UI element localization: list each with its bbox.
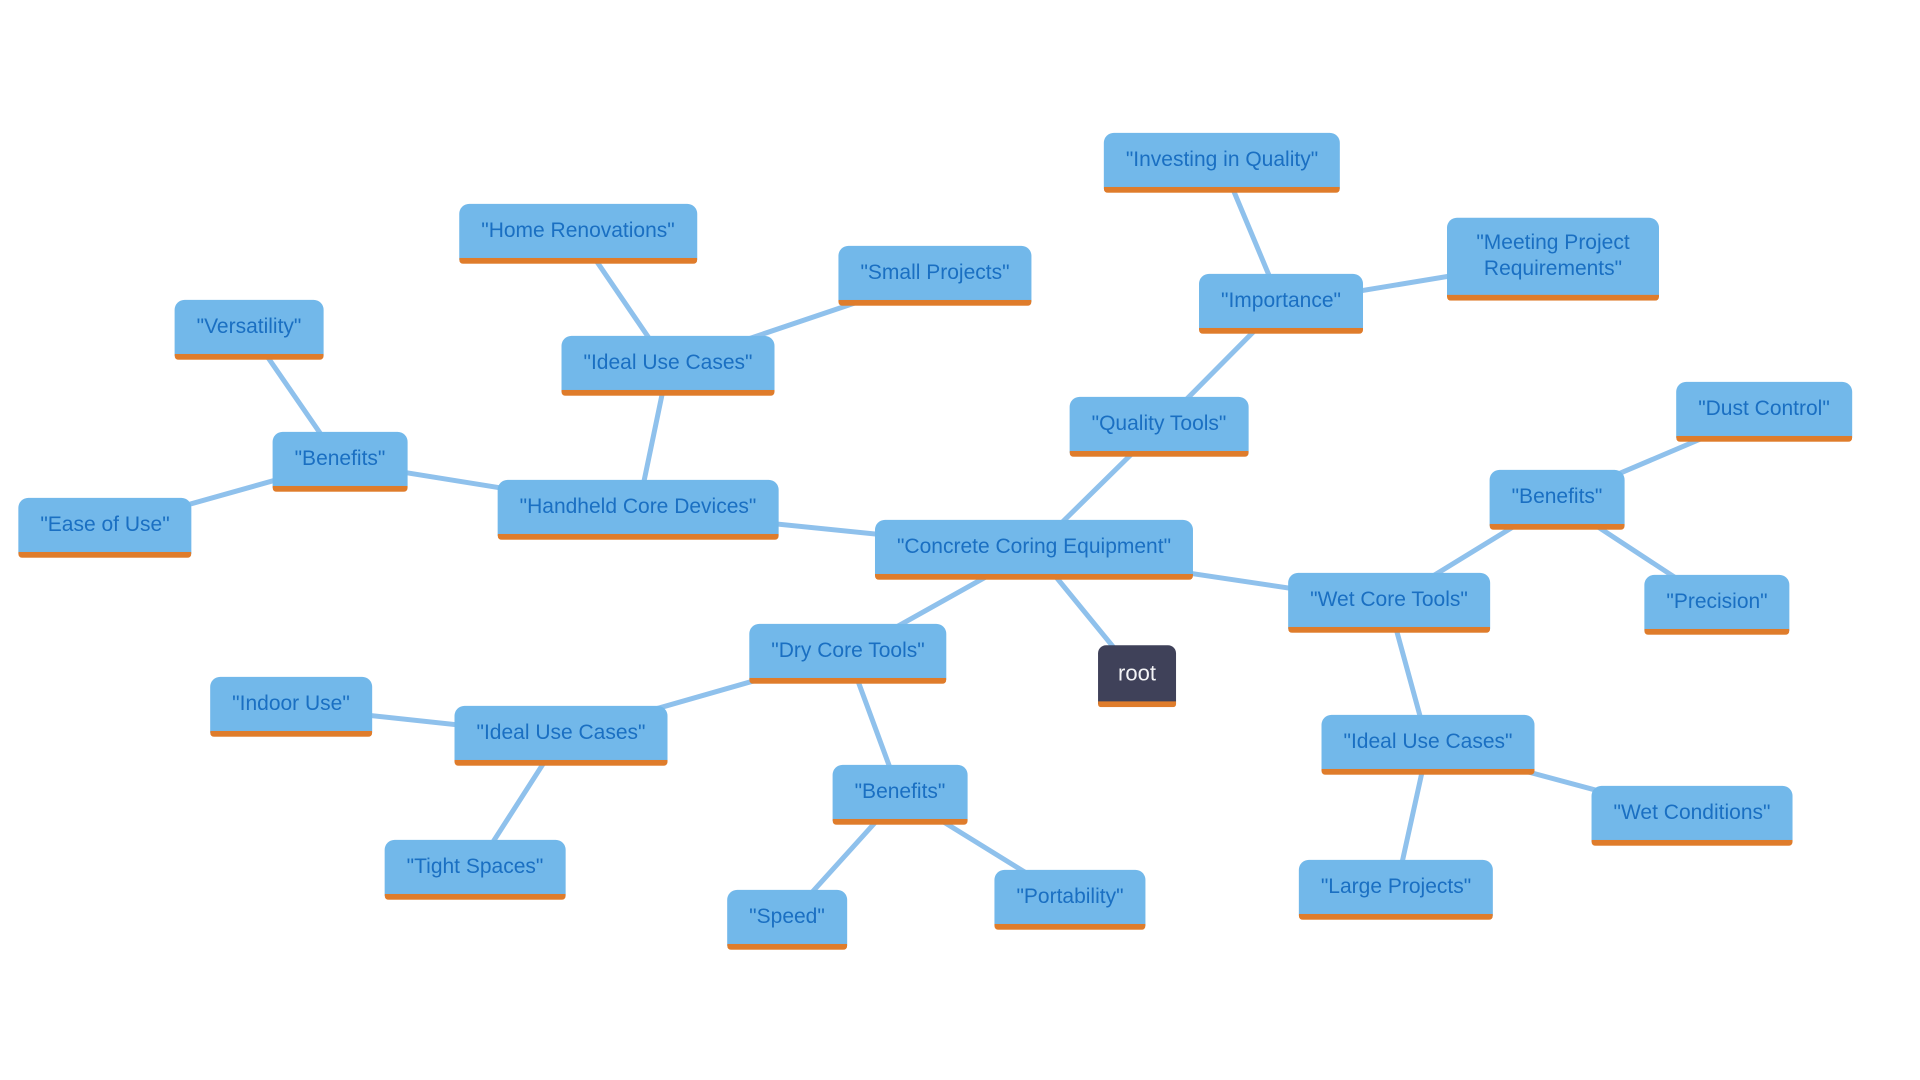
node-label: "Concrete Coring Equipment" (896, 534, 1172, 558)
node-indoor-use: "Indoor Use" (210, 676, 372, 738)
node-importance: "Importance" (1199, 273, 1363, 335)
node-label: "Ideal Use Cases" (583, 350, 753, 374)
node-ideal-use-cases-handheld: "Ideal Use Cases" (561, 335, 775, 397)
node-large-projects: "Large Projects" (1298, 859, 1494, 921)
node-label: "Speed" (749, 904, 825, 928)
node-label: "Wet Conditions" (1613, 800, 1771, 824)
node-wet-conditions: "Wet Conditions" (1591, 785, 1793, 847)
node-label: "Large Projects" (1320, 874, 1472, 898)
node-label: "Versatility" (196, 314, 302, 338)
node-precision: "Precision" (1644, 574, 1790, 636)
node-label: "Ideal Use Cases" (476, 720, 646, 744)
node-quality-tools: "Quality Tools" (1069, 396, 1249, 458)
node-investing-in-quality: "Investing in Quality" (1103, 132, 1341, 194)
node-label: "Indoor Use" (232, 691, 350, 715)
node-wet-core-tools: "Wet Core Tools" (1288, 572, 1490, 634)
node-ideal-use-cases-dry: "Ideal Use Cases" (454, 705, 668, 767)
node-benefits-wet: "Benefits" (1489, 469, 1625, 531)
node-benefits-dry: "Benefits" (832, 764, 968, 826)
node-label: "Quality Tools" (1091, 411, 1227, 435)
node-handheld-core-devices: "Handheld Core Devices" (497, 479, 779, 541)
node-home-renovations: "Home Renovations" (459, 203, 697, 265)
node-speed: "Speed" (727, 889, 847, 951)
node-versatility: "Versatility" (174, 299, 324, 361)
node-label: "Dry Core Tools" (771, 638, 925, 662)
node-small-projects: "Small Projects" (838, 245, 1032, 307)
node-label: "Benefits" (854, 779, 946, 803)
node-label: "Investing in Quality" (1125, 147, 1319, 171)
node-label: "Wet Core Tools" (1310, 587, 1468, 611)
node-label: "Importance" (1221, 288, 1341, 312)
node-label: "Tight Spaces" (406, 854, 544, 878)
node-meeting-project-requirements: "Meeting Project Requirements" (1447, 217, 1659, 301)
node-label: "Portability" (1016, 884, 1124, 908)
node-concrete-coring-equipment: "Concrete Coring Equipment" (874, 519, 1194, 581)
node-portability: "Portability" (994, 869, 1146, 931)
node-ideal-use-cases-wet: "Ideal Use Cases" (1321, 714, 1535, 776)
node-ease-of-use: "Ease of Use" (18, 497, 192, 559)
node-label: "Home Renovations" (481, 218, 675, 242)
node-label: "Ease of Use" (40, 512, 170, 536)
node-label: "Dust Control" (1698, 396, 1830, 420)
node-dust-control: "Dust Control" (1676, 381, 1852, 443)
node-tight-spaces: "Tight Spaces" (384, 839, 566, 901)
node-label: "Benefits" (294, 446, 386, 470)
node-root: root (1098, 645, 1176, 707)
node-label: "Meeting Project Requirements" (1476, 230, 1630, 280)
node-label: root (1118, 660, 1156, 686)
node-label: "Small Projects" (860, 260, 1010, 284)
node-benefits-handheld: "Benefits" (272, 431, 408, 493)
node-label: "Handheld Core Devices" (519, 494, 757, 518)
node-label: "Ideal Use Cases" (1343, 729, 1513, 753)
node-dry-core-tools: "Dry Core Tools" (749, 623, 947, 685)
node-label: "Precision" (1666, 589, 1768, 613)
node-label: "Benefits" (1511, 484, 1603, 508)
